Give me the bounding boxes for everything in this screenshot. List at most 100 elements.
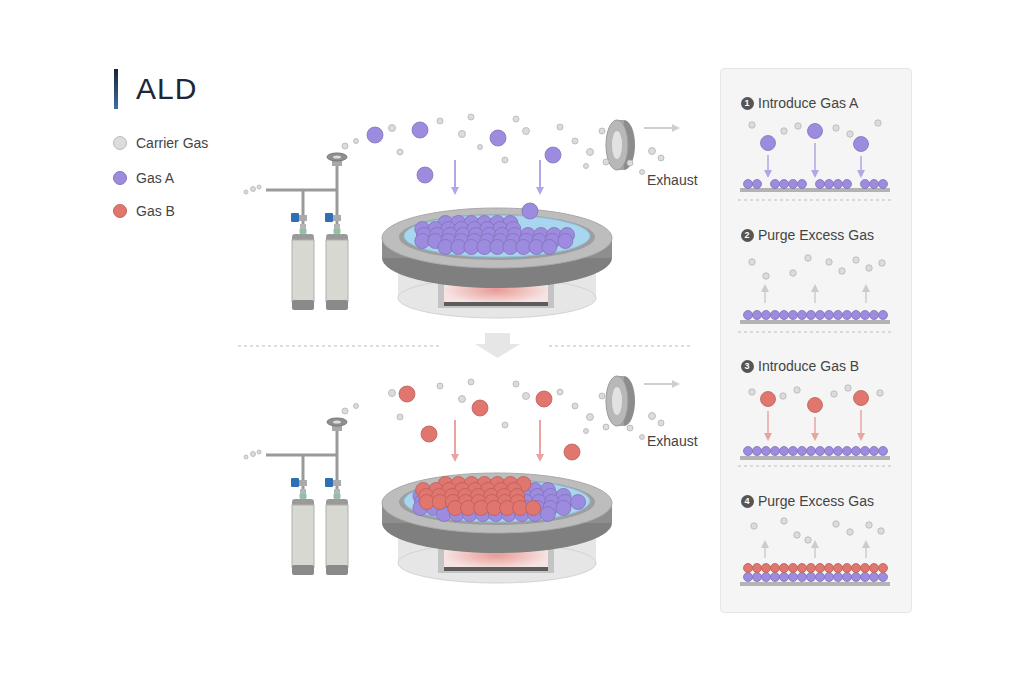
flow-arrow-head	[761, 284, 769, 292]
gas-molecule	[852, 447, 861, 456]
gas-molecule	[852, 573, 861, 582]
gas-molecule	[781, 518, 787, 524]
gas-molecule	[513, 381, 519, 387]
pipe-fitting	[333, 155, 341, 158]
gas-molecule	[564, 444, 580, 460]
gas-molecule	[744, 180, 753, 189]
cylinder-ring	[334, 229, 341, 233]
callout-number: 3	[741, 360, 754, 373]
gas-molecule	[870, 573, 879, 582]
gas-molecule	[825, 447, 834, 456]
gas-molecule	[807, 447, 816, 456]
cylinder-base	[326, 300, 348, 310]
gas-molecule	[816, 564, 825, 573]
gas-molecule	[847, 131, 853, 137]
substrate	[740, 320, 890, 324]
gas-molecule	[472, 400, 488, 416]
gas-molecule	[367, 127, 383, 143]
flow-arrow-head	[451, 454, 459, 462]
gas-molecule	[751, 523, 757, 529]
gas-molecule	[762, 564, 771, 573]
gas-molecule	[771, 311, 780, 320]
flow-arrow-line	[814, 548, 816, 558]
flow-arrow-head	[451, 187, 459, 195]
wafer	[404, 215, 590, 257]
gas-molecule	[825, 564, 834, 573]
gas-molecule	[556, 501, 571, 516]
gas-molecule	[839, 268, 845, 274]
gas-molecule	[878, 528, 884, 534]
gas-molecule	[816, 573, 825, 582]
flow-arrow-head	[811, 284, 819, 292]
gas-molecule	[843, 311, 852, 320]
wafer	[404, 480, 590, 522]
gas-molecule	[861, 564, 870, 573]
gas-molecule	[749, 122, 755, 128]
pipe-fitting	[333, 420, 341, 423]
flow-arrow-head	[857, 170, 865, 178]
gas-molecule	[627, 425, 633, 431]
gas-molecule	[798, 447, 807, 456]
gas-molecule	[513, 116, 519, 122]
gas-molecule	[789, 573, 798, 582]
gas-molecule	[459, 131, 466, 138]
gas-molecule	[780, 311, 789, 320]
gas-molecule	[251, 452, 256, 457]
gas-molecule	[526, 501, 541, 516]
gas-molecule	[354, 404, 359, 409]
gas-molecule	[780, 573, 789, 582]
gas-molecule	[397, 414, 403, 420]
gas-molecule	[825, 573, 834, 582]
gas-molecule	[763, 273, 769, 279]
valve-body	[299, 215, 307, 221]
gas-molecule	[762, 311, 771, 320]
gas-molecule	[834, 311, 843, 320]
callout-number: 4	[741, 495, 754, 508]
flow-arrow-head	[811, 170, 819, 178]
substrate	[740, 188, 890, 192]
gas-molecule	[490, 130, 506, 146]
step-number-badge: 2	[741, 229, 754, 242]
step-heading: Purge Excess Gas	[758, 226, 874, 244]
gas-molecule	[795, 123, 801, 129]
gas-molecule	[826, 259, 832, 265]
gas-molecule	[762, 447, 771, 456]
exhaust-label: Exhaust	[647, 171, 698, 189]
process-chamber	[382, 208, 612, 318]
gas-molecule	[798, 180, 807, 189]
cylinder-ring	[300, 494, 307, 498]
gas-molecule	[572, 138, 578, 144]
sequence-arrow	[475, 333, 520, 358]
gas-molecule	[599, 393, 605, 399]
gas-molecule	[744, 564, 753, 573]
valve-handle	[325, 213, 333, 222]
gas-molecule	[789, 564, 798, 573]
gas-molecule	[244, 190, 248, 194]
gas-flow	[342, 379, 664, 462]
gas-molecule	[861, 311, 870, 320]
step-divider	[738, 200, 892, 201]
gas-molecule	[502, 157, 508, 163]
cylinder-base	[326, 565, 348, 575]
gas-molecule	[825, 180, 834, 189]
gas-molecule	[866, 522, 872, 528]
flow-arrow-head	[862, 540, 870, 548]
gas-molecule	[807, 573, 816, 582]
gas-molecule	[557, 389, 563, 395]
step-heading: Purge Excess Gas	[758, 492, 874, 510]
flow-arrow-line	[454, 160, 456, 187]
platter-top	[382, 208, 612, 268]
flow-arrow-line	[767, 155, 769, 170]
flow-arrow-line	[860, 410, 862, 433]
legend-swatch	[113, 171, 127, 185]
heater-element	[444, 302, 548, 306]
gas-molecule	[834, 573, 843, 582]
gas-molecule	[877, 390, 883, 396]
gas-molecule	[753, 564, 762, 573]
gas-molecule	[640, 435, 645, 440]
pipe-fitting	[327, 418, 347, 426]
gas-molecule	[251, 187, 256, 192]
legend-text: Gas A	[136, 169, 174, 187]
exhaust-label: Exhaust	[647, 432, 698, 450]
